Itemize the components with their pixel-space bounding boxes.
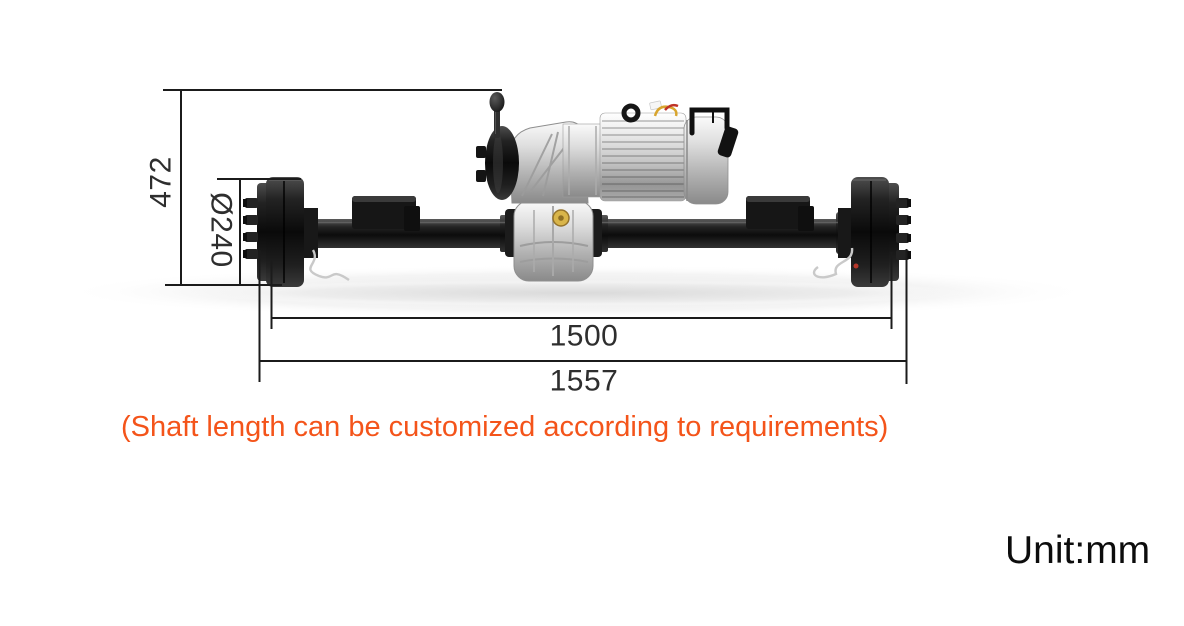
dimension-240: [217, 178, 301, 285]
dimension-472: [163, 89, 502, 286]
brake-cable-left: [309, 249, 350, 281]
dimension-labels: 472 Ø240 1500 1557: [145, 156, 619, 398]
differential-housing: [505, 200, 602, 282]
dimension-annotations: [163, 89, 908, 384]
lever-knob: [489, 92, 505, 112]
motor-wires: [649, 100, 679, 117]
mounting-bracket-left: [352, 196, 420, 231]
axle-assembly-illustration: [58, 92, 1098, 319]
left-brake-drum: [243, 177, 318, 287]
electric-motor: [562, 100, 739, 205]
lifting-eye: [621, 103, 641, 123]
dimension-label-240: Ø240: [205, 192, 238, 267]
rear-handle-bracket: [689, 107, 730, 136]
dimension-1557: [258, 249, 908, 384]
dimension-label-1557: 1557: [550, 365, 619, 398]
axle-shaft-right: [592, 212, 856, 254]
unit-label: Unit:mm: [1005, 529, 1151, 572]
motor-fin-body: [599, 112, 687, 202]
parking-brake-drum: [476, 126, 519, 200]
brake-cable-right: [812, 247, 859, 279]
left-wheel-studs: [243, 198, 258, 259]
floor-shadow-core: [183, 280, 973, 306]
cable-gland: [717, 126, 739, 158]
right-brake-drum: [838, 177, 911, 287]
parking-brake-lever: [489, 92, 505, 138]
mounting-bracket-right: [746, 196, 814, 231]
dimension-label-1500: 1500: [550, 320, 619, 353]
customization-note: (Shaft length can be customized accordin…: [121, 411, 889, 443]
dimension-1500: [270, 252, 893, 329]
dimension-label-472: 472: [145, 156, 178, 208]
motor-rear-housing: [683, 116, 729, 205]
